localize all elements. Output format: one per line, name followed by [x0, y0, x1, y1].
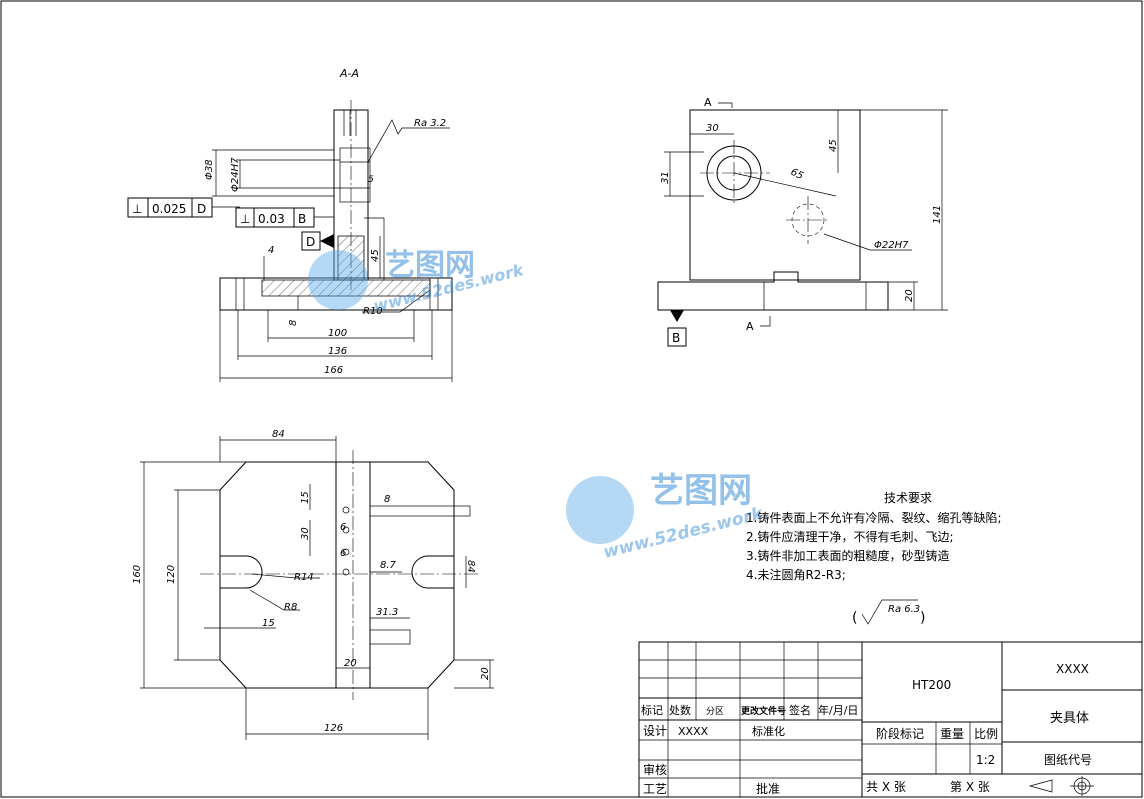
svg-text:D: D	[197, 202, 206, 216]
svg-text:B: B	[672, 331, 680, 345]
dim-15b: 15	[262, 618, 275, 629]
section-hatch	[261, 279, 431, 297]
dim-8-7: 8.7	[380, 560, 397, 571]
dim-30p: 30	[300, 527, 311, 540]
dim-8b: 8	[384, 494, 390, 505]
tb-material: HT200	[912, 678, 951, 692]
dim-6b: 6	[340, 548, 346, 559]
ra-general: Ra 6.3	[888, 604, 920, 615]
tb-sheets-total: 共 X 张	[866, 780, 906, 794]
dim-phi38: Φ38	[204, 159, 215, 180]
dim-20b: 20	[480, 667, 491, 680]
tb-scale: 比例	[974, 727, 998, 741]
dim-120: 120	[166, 565, 177, 584]
tb-standard: 标准化	[752, 724, 785, 738]
dim-6a: 6	[340, 522, 346, 533]
dim-r10: R10	[363, 306, 383, 317]
dim-30: 30	[706, 123, 719, 134]
svg-text:艺图网: 艺图网	[650, 471, 752, 511]
tb-drawing-no: 图纸代号	[1044, 753, 1092, 767]
tb-approve: 批准	[756, 781, 780, 796]
dim-31: 31	[660, 171, 671, 184]
dim-45: 45	[370, 249, 381, 262]
dim-5: 5	[368, 175, 374, 185]
front-base	[657, 271, 889, 311]
tech-req-title: 技术要求	[884, 491, 932, 505]
dim-31-3: 31.3	[376, 607, 398, 618]
dim-15a: 15	[300, 491, 311, 504]
tb-header-zone: 分区	[706, 706, 724, 717]
plan-outline	[219, 461, 455, 689]
dim-45f: 45	[828, 139, 839, 152]
dim-r14: R14	[294, 572, 314, 583]
tech-req-item-2: 2.铸件应清理干净，不得有毛刺、飞边;	[746, 529, 954, 544]
tb-header-count: 处数	[669, 704, 691, 717]
watermark-2: 艺图网 www.52des.work	[566, 471, 766, 563]
tech-req-item-1: 1.铸件表面上不允许有冷隔、裂纹、缩孔等缺陷;	[746, 510, 1002, 525]
ra-top: Ra 3.2	[414, 118, 446, 129]
tb-review: 审核	[643, 762, 667, 777]
svg-text:⊥: ⊥	[240, 212, 250, 226]
svg-text:(: (	[852, 610, 857, 626]
svg-text:0.03: 0.03	[258, 212, 285, 226]
technical-requirements: 技术要求 1.铸件表面上不允许有冷隔、裂纹、缩孔等缺陷; 2.铸件应清理干净，不…	[746, 491, 1002, 626]
front-view: 65 30 45 31 Φ22H7 141 20 A A B	[657, 96, 948, 347]
dim-phi22: Φ22H7	[874, 240, 909, 251]
dim-phi24: Φ24H7	[230, 157, 241, 192]
tb-stage: 阶段标记	[876, 726, 924, 741]
datum-b-box	[667, 327, 687, 347]
svg-text:B: B	[298, 212, 306, 226]
section-arrow-a-bottom: A	[746, 320, 754, 333]
tb-weight: 重量	[940, 727, 964, 741]
tolerance-frame-2: ⊥ 0.03 B	[235, 207, 334, 228]
dim-126: 126	[324, 723, 343, 734]
tb-process: 工艺	[643, 782, 667, 796]
dim-100: 100	[328, 328, 347, 339]
title-block: 标记 处数 分区 更改文件号 签名 年/月/日 设计 XXXX 标准化 审核 工…	[638, 641, 1143, 798]
svg-text:艺图网: 艺图网	[385, 248, 475, 283]
tech-req-item-4: 4.未注圆角R2-R3;	[746, 567, 846, 582]
tolerance-frame-1: ⊥ 0.025 D	[127, 197, 240, 218]
tb-part-name: 夹具体	[1050, 711, 1089, 726]
tb-sheet-no: 第 X 张	[950, 780, 990, 794]
dim-65: 65	[789, 167, 805, 182]
dim-84: 84	[272, 429, 285, 440]
front-body	[689, 109, 861, 281]
section-arrow-a-top: A	[704, 96, 712, 109]
tb-header-sign: 签名	[789, 703, 811, 717]
tb-company: XXXX	[1056, 662, 1089, 676]
section-label: A-A	[339, 67, 359, 80]
tech-req-item-3: 3.铸件非加工表面的粗糙度，砂型铸造	[746, 548, 949, 563]
tb-header-date: 年/月/日	[818, 703, 858, 717]
tb-design-value: XXXX	[678, 725, 709, 738]
svg-text:0.025: 0.025	[152, 202, 186, 216]
svg-text:): )	[920, 610, 925, 626]
dim-84r: 84	[465, 560, 476, 573]
plan-view: 84 160 120 15 30 6 6 8 R14 8.7 84 R8 15 …	[132, 429, 494, 740]
tb-scale-value: 1:2	[976, 753, 995, 767]
section-view-a-a: A-A Ra 3.2 Φ38	[127, 67, 453, 382]
dim-136: 136	[328, 346, 347, 357]
section-base	[219, 277, 453, 311]
watermark-1: 艺图网 www.52des.work	[308, 248, 527, 316]
projection-symbol-icon	[1028, 776, 1094, 796]
dim-160: 160	[132, 565, 143, 584]
dim-166: 166	[324, 365, 343, 376]
dim-20f: 20	[904, 289, 915, 302]
slot-right	[411, 555, 454, 589]
dim-r8: R8	[284, 602, 297, 613]
dim-8: 8	[288, 320, 299, 326]
dim-4: 4	[268, 245, 274, 256]
tb-design: 设计	[643, 724, 667, 738]
tb-header-mark: 标记	[641, 703, 663, 717]
dim-141: 141	[932, 205, 943, 224]
slot-left	[220, 555, 263, 589]
dim-20a: 20	[344, 658, 357, 669]
svg-text:⊥: ⊥	[132, 202, 142, 216]
svg-text:D: D	[306, 235, 315, 249]
tb-header-change: 更改文件号	[741, 705, 786, 717]
